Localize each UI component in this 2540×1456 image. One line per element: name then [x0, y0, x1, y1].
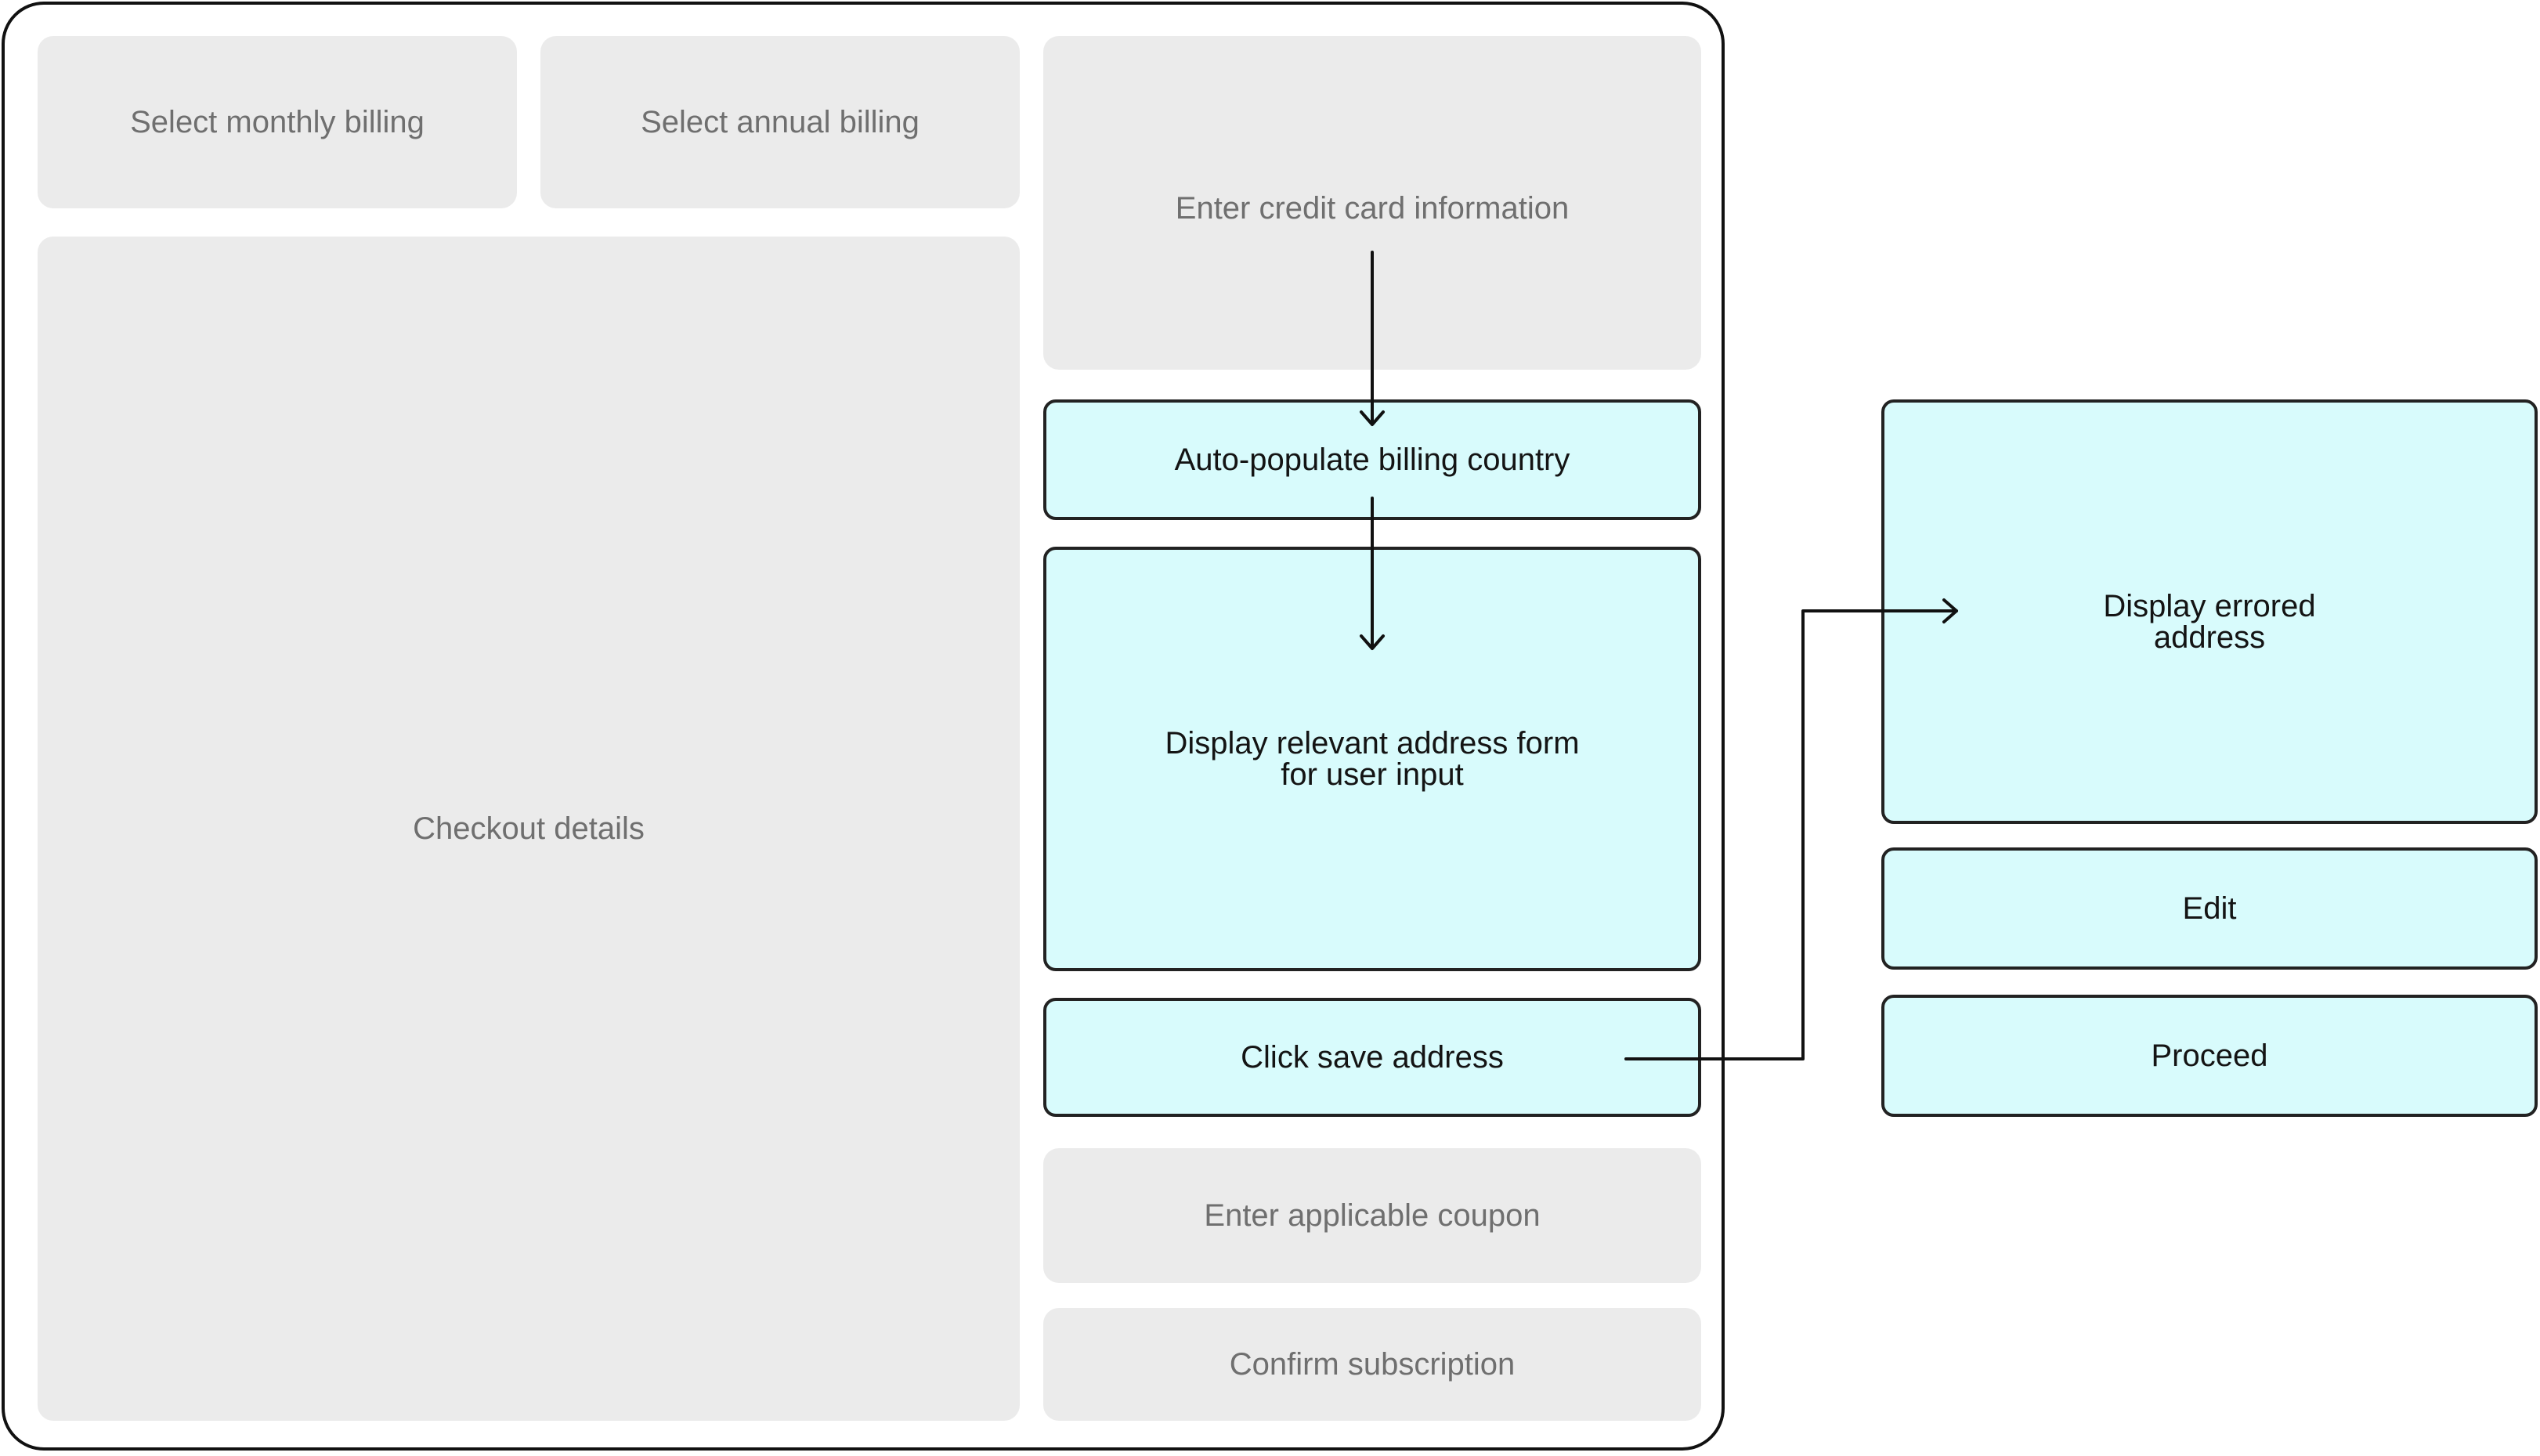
enter-coupon-label: Enter applicable coupon — [1204, 1198, 1541, 1233]
address-form-label-line1: Display relevant address form — [1165, 726, 1580, 761]
address-form-box: Display relevant address form for user i… — [1043, 547, 1701, 971]
auto-populate-country-box: Auto-populate billing country — [1043, 399, 1701, 520]
errored-address-label-line2: address — [2153, 620, 2266, 655]
proceed-label: Proceed — [2151, 1039, 2268, 1073]
address-form-label-line2: for user input — [1281, 757, 1464, 792]
auto-populate-country-label: Auto-populate billing country — [1174, 443, 1570, 477]
select-annual-billing-box[interactable]: Select annual billing — [540, 36, 1020, 208]
proceed-box[interactable]: Proceed — [1881, 995, 2538, 1117]
select-annual-billing-label: Select annual billing — [641, 105, 920, 139]
enter-credit-card-box[interactable]: Enter credit card information — [1043, 36, 1701, 370]
display-errored-address-box: Display errored address — [1881, 399, 2538, 824]
checkout-details-label: Checkout details — [413, 811, 645, 846]
edit-box[interactable]: Edit — [1881, 847, 2538, 970]
confirm-subscription-box[interactable]: Confirm subscription — [1043, 1308, 1701, 1421]
edit-label: Edit — [2182, 891, 2237, 926]
checkout-details-box: Checkout details — [38, 237, 1020, 1421]
enter-coupon-box[interactable]: Enter applicable coupon — [1043, 1148, 1701, 1283]
errored-address-label-line1: Display errored — [2103, 589, 2316, 623]
address-form-text: Display relevant address form for user i… — [1165, 728, 1579, 790]
errored-address-text: Display errored address — [2103, 591, 2315, 653]
confirm-subscription-label: Confirm subscription — [1229, 1347, 1516, 1382]
select-monthly-billing-box[interactable]: Select monthly billing — [38, 36, 517, 208]
click-save-address-label: Click save address — [1241, 1040, 1504, 1075]
enter-credit-card-label: Enter credit card information — [1175, 191, 1570, 226]
click-save-address-box[interactable]: Click save address — [1043, 998, 1701, 1117]
select-monthly-billing-label: Select monthly billing — [130, 105, 425, 139]
